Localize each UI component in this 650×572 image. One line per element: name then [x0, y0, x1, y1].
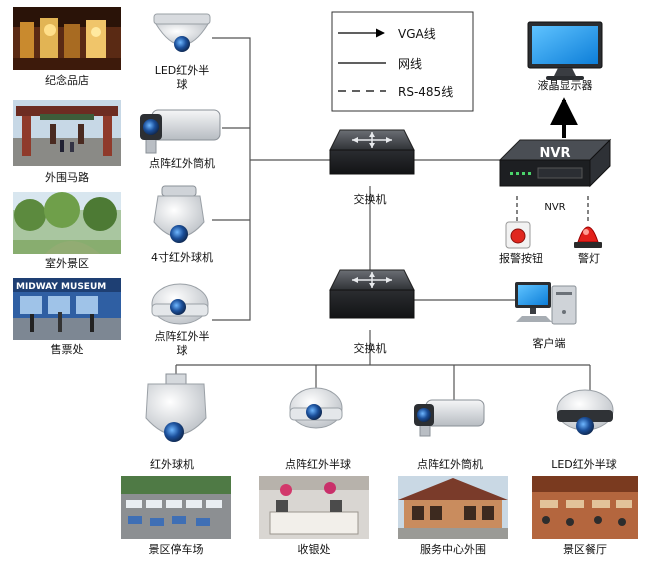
label-alarm-light: 警灯: [578, 251, 600, 265]
switch-bottom-icon: [329, 269, 415, 319]
switch-top-icon: [329, 129, 415, 175]
legend-rs485-label: RS-485线: [398, 85, 453, 99]
dot-ir-bullet-bottom-icon: [414, 399, 485, 437]
photo-outdoor-scenic: [13, 192, 121, 254]
label-parking: 景区停车场: [149, 542, 204, 556]
label-service-center: 服务中心外围: [420, 543, 486, 556]
label-dot-ir-dome-bottom: 点阵红外半球: [285, 457, 351, 471]
dot-ir-dome-icon: [151, 283, 209, 325]
photo-restaurant: [532, 476, 638, 539]
label-switch-top: 交换机: [354, 192, 387, 206]
label-dot-ir-bullet-top: 点阵红外筒机: [149, 156, 215, 170]
nvr-badge: NVR: [540, 146, 571, 161]
label-dot-ir-bullet-bottom: 点阵红外筒机: [417, 457, 483, 471]
label-souvenir-shop: 纪念品店: [45, 73, 89, 87]
photo-parking: [121, 476, 231, 539]
label-restaurant: 景区餐厅: [563, 542, 607, 556]
lcd-monitor-icon: [527, 21, 603, 80]
label-nvr: NVR: [544, 202, 565, 213]
label-lcd-monitor: 液晶显示器: [538, 78, 593, 92]
label-alarm-button: 报警按钮: [499, 251, 543, 265]
rs485-lines: [516, 196, 589, 222]
nvr-icon: [498, 138, 612, 188]
label-ir-ball-bottom: 红外球机: [150, 457, 194, 471]
legend-vga-label: VGA线: [398, 27, 436, 41]
label-ticket-office: 售票处: [51, 342, 84, 356]
label-cashier: 收银处: [298, 542, 331, 556]
ir-ball-bottom-icon: [145, 373, 207, 442]
label-switch-bottom: 交换机: [354, 341, 387, 355]
alarm-light-icon: [574, 226, 602, 248]
legend-network-label: 网线: [398, 57, 422, 71]
label-dot-ir-dome-left-2: 球: [177, 343, 188, 357]
label-led-ir-dome-bottom: LED红外半球: [551, 457, 617, 471]
label-outer-road: 外围马路: [45, 171, 89, 184]
svg-text:MIDWAY MUSEUM: MIDWAY MUSEUM: [16, 282, 106, 292]
photo-cashier: [259, 476, 369, 539]
label-client: 客户端: [533, 336, 566, 350]
label-outdoor-scenic: 室外景区: [45, 256, 89, 270]
label-led-ir-dome-top-1: LED红外半: [155, 63, 210, 77]
label-dot-ir-dome-left-1: 点阵红外半: [155, 329, 210, 343]
alarm-button-icon: [505, 221, 531, 249]
ir-ball-camera-icon: [153, 185, 205, 243]
client-pc-icon: [515, 282, 577, 325]
dot-ir-bullet-icon: [140, 109, 221, 154]
photo-souvenir-shop: [13, 7, 121, 70]
photo-outer-road: [13, 100, 121, 166]
led-ir-dome-bottom-icon: [556, 389, 614, 435]
legend: VGA线 网线 RS-485线: [331, 11, 474, 112]
dot-ir-dome-bottom-icon: [289, 387, 343, 429]
label-ir-ball-4inch: 4寸红外球机: [151, 250, 213, 264]
network-lines: [175, 37, 591, 400]
photo-service-center: [398, 476, 508, 539]
label-led-ir-dome-top-2: 球: [177, 77, 188, 91]
led-ir-dome-icon: [153, 13, 211, 52]
photo-ticket-office: MIDWAY MUSEUM: [13, 278, 121, 340]
